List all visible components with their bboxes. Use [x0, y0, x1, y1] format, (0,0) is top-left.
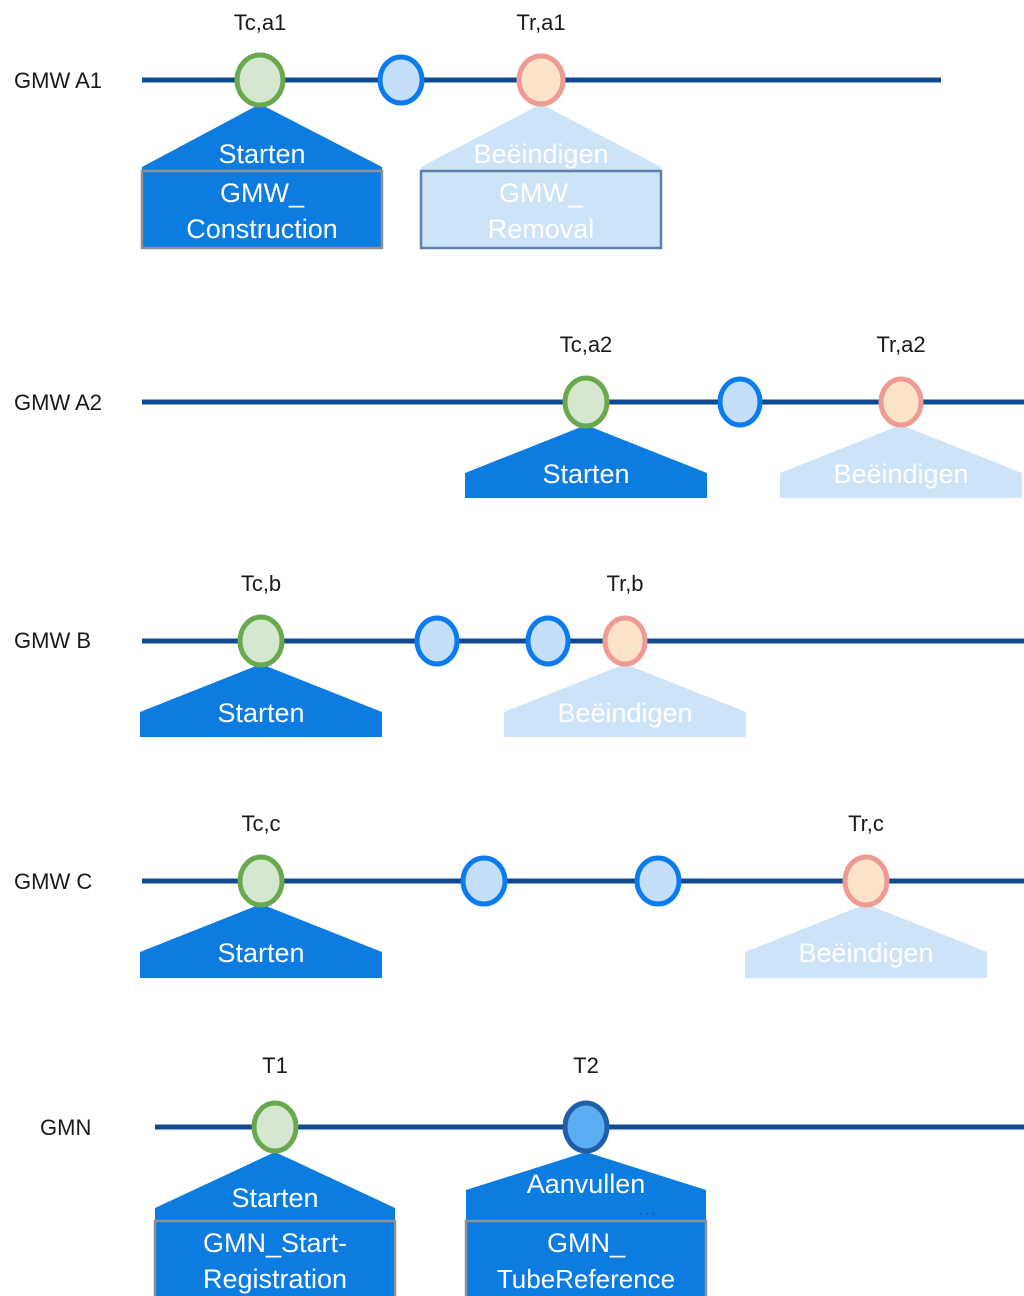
box-label-line1: GMN_ [547, 1228, 626, 1258]
marker-blue-gmw-b-mid1[interactable] [414, 615, 460, 667]
box-label-line1: GMW_ [499, 178, 584, 208]
marker-red-gmw-b-end[interactable] [602, 615, 648, 667]
shape-gmn-tube-reference[interactable]: Aanvullen … GMN_ TubeReference [464, 1152, 708, 1296]
pentagon-solid [140, 904, 382, 978]
marker-red-gmw-a2-end[interactable] [878, 376, 924, 428]
pentagon-solid [140, 664, 382, 737]
roof-label: Starten [218, 139, 305, 169]
roof-label: Starten [542, 459, 629, 489]
marker-green-gmw-b-start[interactable] [237, 614, 285, 668]
timeline-row-gmw-c: GMW C Starten Beëindigen Tc,c Tr,c [14, 811, 1024, 978]
tick-label-tc-c: Tc,c [241, 811, 280, 836]
roof-label: Starten [217, 938, 304, 968]
marker-blue-gmw-a1-mid[interactable] [377, 54, 425, 106]
shape-gmw-a1-removal[interactable]: Beëindigen GMW_ Removal [419, 104, 663, 250]
box-outline [140, 169, 384, 250]
marker-blue-gmw-a2-mid[interactable] [717, 376, 763, 428]
roof-label: Beëindigen [557, 698, 692, 728]
tick-label-t1: T1 [262, 1053, 288, 1078]
pentagon-solid [466, 1152, 706, 1296]
tick-label-tr-b: Tr,b [606, 571, 643, 596]
shape-gmw-a2-starten[interactable]: Starten [465, 425, 707, 498]
timeline-row-gmw-a1: GMW A1 Starten GMW_ Construction Beëindi… [14, 10, 941, 250]
pentagon-solid [465, 425, 707, 498]
roof-label: Starten [217, 698, 304, 728]
roof-label: Beëindigen [798, 938, 933, 968]
shape-gmn-start-registration[interactable]: Starten GMN_Start- Registration [153, 1152, 397, 1296]
pentagon-solid [155, 1152, 395, 1296]
tick-label-tr-a1: Tr,a1 [516, 10, 565, 35]
tick-label-tc-b: Tc,b [241, 571, 281, 596]
box-outline [419, 169, 663, 250]
row-label-gmw-a1: GMW A1 [14, 68, 102, 93]
marker-red-gmw-a1-end[interactable] [516, 53, 566, 107]
timeline-row-gmw-a2: GMW A2 Starten Beëindigen Tc,a2 Tr,a2 [14, 332, 1024, 498]
timeline-row-gmn: GMN Starten GMN_Start- Registration Aanv… [40, 1053, 1024, 1296]
box-label-line2: Registration [203, 1264, 347, 1294]
shape-gmw-a1-construction[interactable]: Starten GMW_ Construction [140, 104, 384, 250]
roof-label: Beëindigen [833, 459, 968, 489]
tick-label-tc-a2: Tc,a2 [560, 332, 613, 357]
box-label-line1: GMN_Start- [203, 1228, 347, 1258]
pentagon-light [745, 904, 987, 978]
pentagon-light [421, 104, 661, 248]
marker-red-gmw-c-end[interactable] [842, 854, 890, 908]
tick-label-tr-c: Tr,c [848, 811, 884, 836]
marker-navy-gmn-second[interactable] [562, 1100, 610, 1154]
marker-blue-gmw-c-mid1[interactable] [460, 855, 508, 907]
shape-gmw-c-starten[interactable]: Starten [140, 904, 382, 978]
box-outline [153, 1219, 397, 1296]
box-label-line2: TubeReference [497, 1264, 675, 1294]
box-label-line2: Removal [488, 214, 595, 244]
box-label-line2: Construction [186, 214, 338, 244]
box-label-line1: GMW_ [220, 178, 305, 208]
row-label-gmw-b: GMW B [14, 628, 91, 653]
marker-blue-gmw-b-mid2[interactable] [525, 615, 571, 667]
shape-gmw-c-beeindigen[interactable]: Beëindigen [745, 904, 987, 978]
tick-label-tc-a1: Tc,a1 [234, 10, 287, 35]
box-outline [464, 1219, 708, 1296]
shape-gmw-b-starten[interactable]: Starten [140, 664, 382, 737]
row-label-gmw-c: GMW C [14, 869, 92, 894]
shape-gmw-a2-beeindigen[interactable]: Beëindigen [780, 425, 1022, 498]
row-label-gmw-a2: GMW A2 [14, 390, 102, 415]
roof-label: Beëindigen [473, 139, 608, 169]
roof-label: Aanvullen [527, 1169, 646, 1199]
timeline-row-gmw-b: GMW B Starten Beëindigen Tc,b Tr,b [14, 571, 1024, 737]
roof-label: Starten [231, 1183, 318, 1213]
pentagon-light [780, 425, 1022, 498]
marker-green-gmw-a2-start[interactable] [562, 375, 610, 429]
shape-gmw-b-beeindigen[interactable]: Beëindigen [504, 664, 746, 737]
row-label-gmn: GMN [40, 1115, 91, 1140]
pentagon-light [504, 664, 746, 737]
marker-green-gmw-c-start[interactable] [237, 854, 285, 908]
marker-green-gmn-start[interactable] [251, 1100, 299, 1154]
marker-blue-gmw-c-mid2[interactable] [634, 855, 682, 907]
pentagon-solid [142, 104, 382, 248]
tick-label-tr-a2: Tr,a2 [876, 332, 925, 357]
tick-label-t2: T2 [573, 1053, 599, 1078]
marker-green-gmw-a1-start[interactable] [234, 52, 286, 108]
roof-sublabel-ellipsis: … [637, 1198, 659, 1220]
